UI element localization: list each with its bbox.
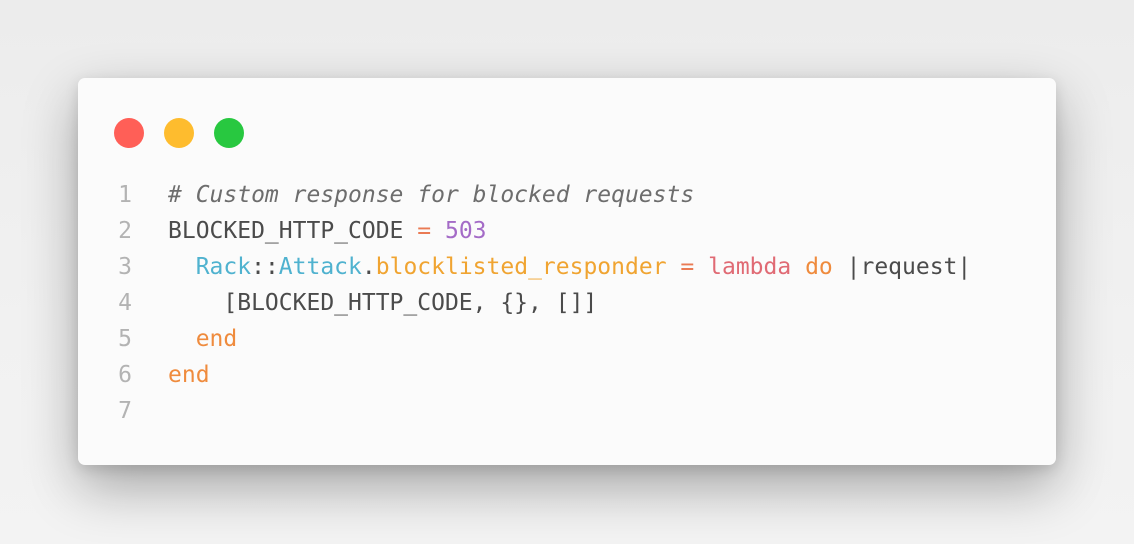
line-source: [BLOCKED_HTTP_CODE, {}, []] <box>168 285 597 321</box>
code-line: 7 <box>78 393 1056 429</box>
token-operator: = <box>417 218 432 244</box>
code-block: 1 # Custom response for blocked requests 2… <box>78 177 1056 429</box>
token-constant: Rack <box>195 254 252 280</box>
token-plain: |request| <box>832 254 972 280</box>
code-line: 6 end <box>78 357 1056 393</box>
token-plain <box>791 254 805 280</box>
close-button[interactable] <box>114 118 144 148</box>
line-number: 3 <box>118 254 132 280</box>
code-line: 1 # Custom response for blocked requests <box>78 177 1056 213</box>
code-window: 1 # Custom response for blocked requests 2… <box>78 78 1056 465</box>
token-plain: BLOCKED_HTTP_CODE <box>168 218 418 244</box>
line-source: BLOCKED_HTTP_CODE = 503 <box>168 213 487 249</box>
token-plain: . <box>361 254 376 280</box>
token-keyword: do <box>805 254 833 280</box>
code-line: 4 [BLOCKED_HTTP_CODE, {}, []] <box>78 285 1056 321</box>
window-controls <box>114 118 244 148</box>
minimize-button[interactable] <box>164 118 194 148</box>
line-number: 6 <box>118 362 132 388</box>
line-source: end <box>168 321 238 357</box>
code-line: 2 BLOCKED_HTTP_CODE = 503 <box>78 213 1056 249</box>
line-number: 1 <box>118 182 132 208</box>
indent <box>168 290 223 316</box>
token-number: 503 <box>444 218 487 244</box>
token-plain <box>667 254 681 280</box>
token-constant: Attack <box>278 254 362 280</box>
token-plain <box>694 254 708 280</box>
token-lambda: lambda <box>708 254 792 280</box>
line-number: 5 <box>118 326 132 352</box>
zoom-button[interactable] <box>214 118 244 148</box>
indent <box>168 254 196 280</box>
token-plain <box>431 218 445 244</box>
code-line: 5 end <box>78 321 1056 357</box>
line-source: Rack::Attack.blocklisted_responder = lam… <box>168 249 972 285</box>
code-line: 3 Rack::Attack.blocklisted_responder = l… <box>78 249 1056 285</box>
indent <box>168 326 196 352</box>
token-keyword: end <box>195 326 238 352</box>
line-source: # Custom response for blocked requests <box>168 177 694 213</box>
token-comment: # Custom response for blocked requests <box>168 182 695 208</box>
line-source: end <box>168 357 210 393</box>
token-plain: [BLOCKED_HTTP_CODE, {}, []] <box>223 290 598 316</box>
token-keyword: end <box>168 362 210 388</box>
line-number: 7 <box>118 398 132 424</box>
token-method: blocklisted_responder <box>375 254 667 280</box>
line-number: 4 <box>118 290 132 316</box>
line-number: 2 <box>118 218 132 244</box>
token-plain: :: <box>251 254 279 280</box>
token-operator: = <box>680 254 695 280</box>
